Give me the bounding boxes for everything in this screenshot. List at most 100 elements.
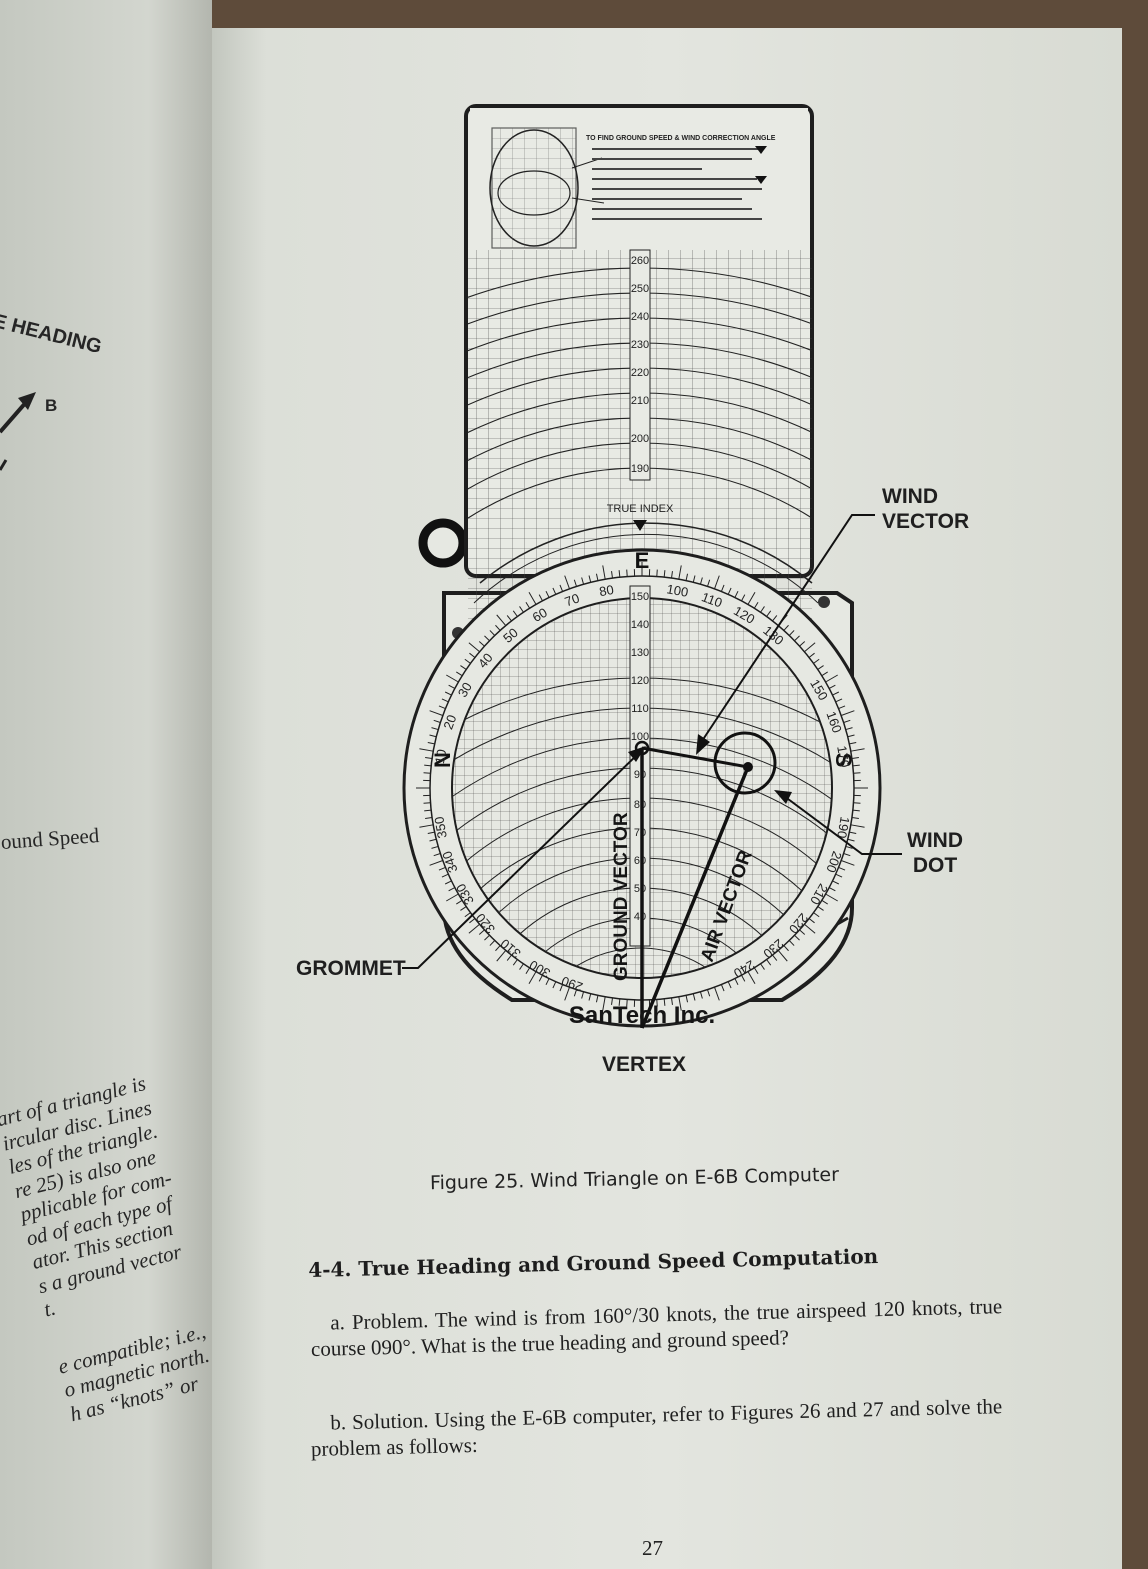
wind-dot: [743, 762, 753, 772]
compass-tick: [468, 923, 480, 934]
compass-tick: [581, 991, 585, 999]
wind-vector-line: [641, 746, 749, 769]
compass-tick: [727, 587, 732, 595]
speed-scale-label: 230: [631, 339, 649, 351]
compass-tick: [446, 674, 459, 683]
compass-degree-label: 10: [432, 748, 449, 765]
speed-scale-label: 50: [634, 883, 646, 895]
speed-scale-label: 90: [634, 769, 646, 781]
compass-tick: [559, 984, 564, 992]
compass-tick: [835, 873, 843, 878]
compass-tick: [835, 698, 843, 703]
compass-tick: [845, 845, 853, 849]
compass-degree-label: 340: [439, 849, 461, 875]
compass-tick: [760, 963, 765, 970]
compass-tick: [588, 575, 592, 583]
compass-tick: [460, 665, 467, 670]
speed-scale-label: 100: [631, 731, 649, 743]
compass-tick: [433, 719, 441, 723]
compass-tick: [813, 658, 820, 664]
compass-tick: [852, 809, 860, 812]
compass-tick: [841, 860, 855, 866]
compass-tick: [838, 705, 846, 710]
compass-tick: [851, 817, 859, 819]
compass-tick: [438, 866, 446, 871]
compass-tick: [602, 565, 606, 580]
compass-tick: [678, 565, 682, 580]
compass-tick: [602, 996, 606, 1011]
compass-tick: [512, 959, 518, 966]
compass-tick: [707, 989, 711, 997]
compass-tick: [777, 950, 788, 962]
compass-tick: [804, 923, 816, 934]
compass-tick: [512, 610, 518, 617]
compass-tick: [808, 918, 815, 924]
compass-tick: [469, 918, 476, 924]
compass-tick: [444, 880, 452, 885]
speed-scale-label: 130: [631, 647, 649, 659]
compass-east: E: [635, 548, 650, 573]
compass-tick: [429, 860, 443, 866]
compass-tick: [663, 998, 666, 1006]
true-index-marker: [633, 520, 647, 531]
compass-tick: [429, 838, 437, 842]
compass-tick: [788, 630, 795, 636]
compass-tick: [559, 584, 564, 592]
compass-tick: [850, 748, 865, 752]
compass-tick: [720, 984, 725, 992]
callout-wind-dot: WIND DOT: [907, 829, 963, 878]
compass-tick: [663, 570, 666, 578]
compass-tick: [794, 934, 800, 941]
compass-tick: [552, 587, 557, 595]
compass-tick: [741, 974, 746, 982]
compass-tick: [528, 971, 537, 984]
compass-tick: [685, 573, 689, 581]
section-title: 4-4. True Heading and Ground Speed Compu…: [308, 1244, 879, 1282]
compass-degree-label: 200: [823, 849, 845, 875]
compass-tick: [692, 575, 696, 583]
compass-tick: [495, 945, 501, 952]
compass-tick: [446, 893, 459, 902]
compass-degree-label: 350: [431, 815, 450, 839]
compass-tick: [495, 624, 501, 631]
compass-tick: [506, 615, 512, 622]
compass-tick: [843, 719, 851, 723]
compass-tick: [444, 691, 452, 696]
true-index-label: TRUE INDEX: [607, 503, 674, 515]
compass-tick: [564, 987, 570, 1001]
compass-tick: [720, 584, 725, 592]
compass-tick: [425, 757, 433, 759]
compass-tick: [828, 887, 836, 892]
compass-degree-label: 70: [563, 590, 582, 609]
compass-tick: [618, 998, 621, 1006]
compass-south: S: [831, 753, 856, 768]
compass-tick: [843, 853, 851, 857]
compass-tick: [804, 642, 816, 653]
ground-vector-label: GROUND VECTOR: [611, 812, 632, 981]
compass-tick: [611, 571, 613, 579]
compass-tick: [783, 945, 789, 952]
compass-tick: [496, 614, 507, 626]
compass-tick: [573, 579, 577, 587]
compass-tick: [545, 978, 550, 986]
grommet-ring: [418, 518, 468, 568]
speed-scale-label: 260: [631, 255, 649, 267]
compass-tick: [799, 929, 806, 935]
speed-scale-label: 240: [631, 311, 649, 323]
speed-scale-label: 190: [631, 463, 649, 475]
compass-tick: [678, 996, 682, 1011]
compass-tick: [832, 880, 840, 885]
compass-tick: [595, 573, 599, 581]
compass-tick: [671, 997, 673, 1005]
compass-tick: [429, 710, 443, 716]
compass-tick: [489, 940, 496, 946]
paragraph-problem: a. Problem. The wind is from 160°/30 kno…: [310, 1294, 1003, 1361]
left-point-label: B: [45, 396, 58, 415]
e6b-computer-figure: TO FIND GROUND SPEED & WIND CORRECTION A…: [402, 104, 902, 1029]
compass-tick: [427, 741, 435, 745]
right-page: TO FIND GROUND SPEED & WIND CORRECTION A…: [212, 28, 1122, 1569]
speed-scale-label: 210: [631, 395, 649, 407]
compass-tick: [433, 853, 441, 857]
speed-scale-label: 60: [634, 855, 646, 867]
wind-triangle: [634, 731, 777, 1029]
